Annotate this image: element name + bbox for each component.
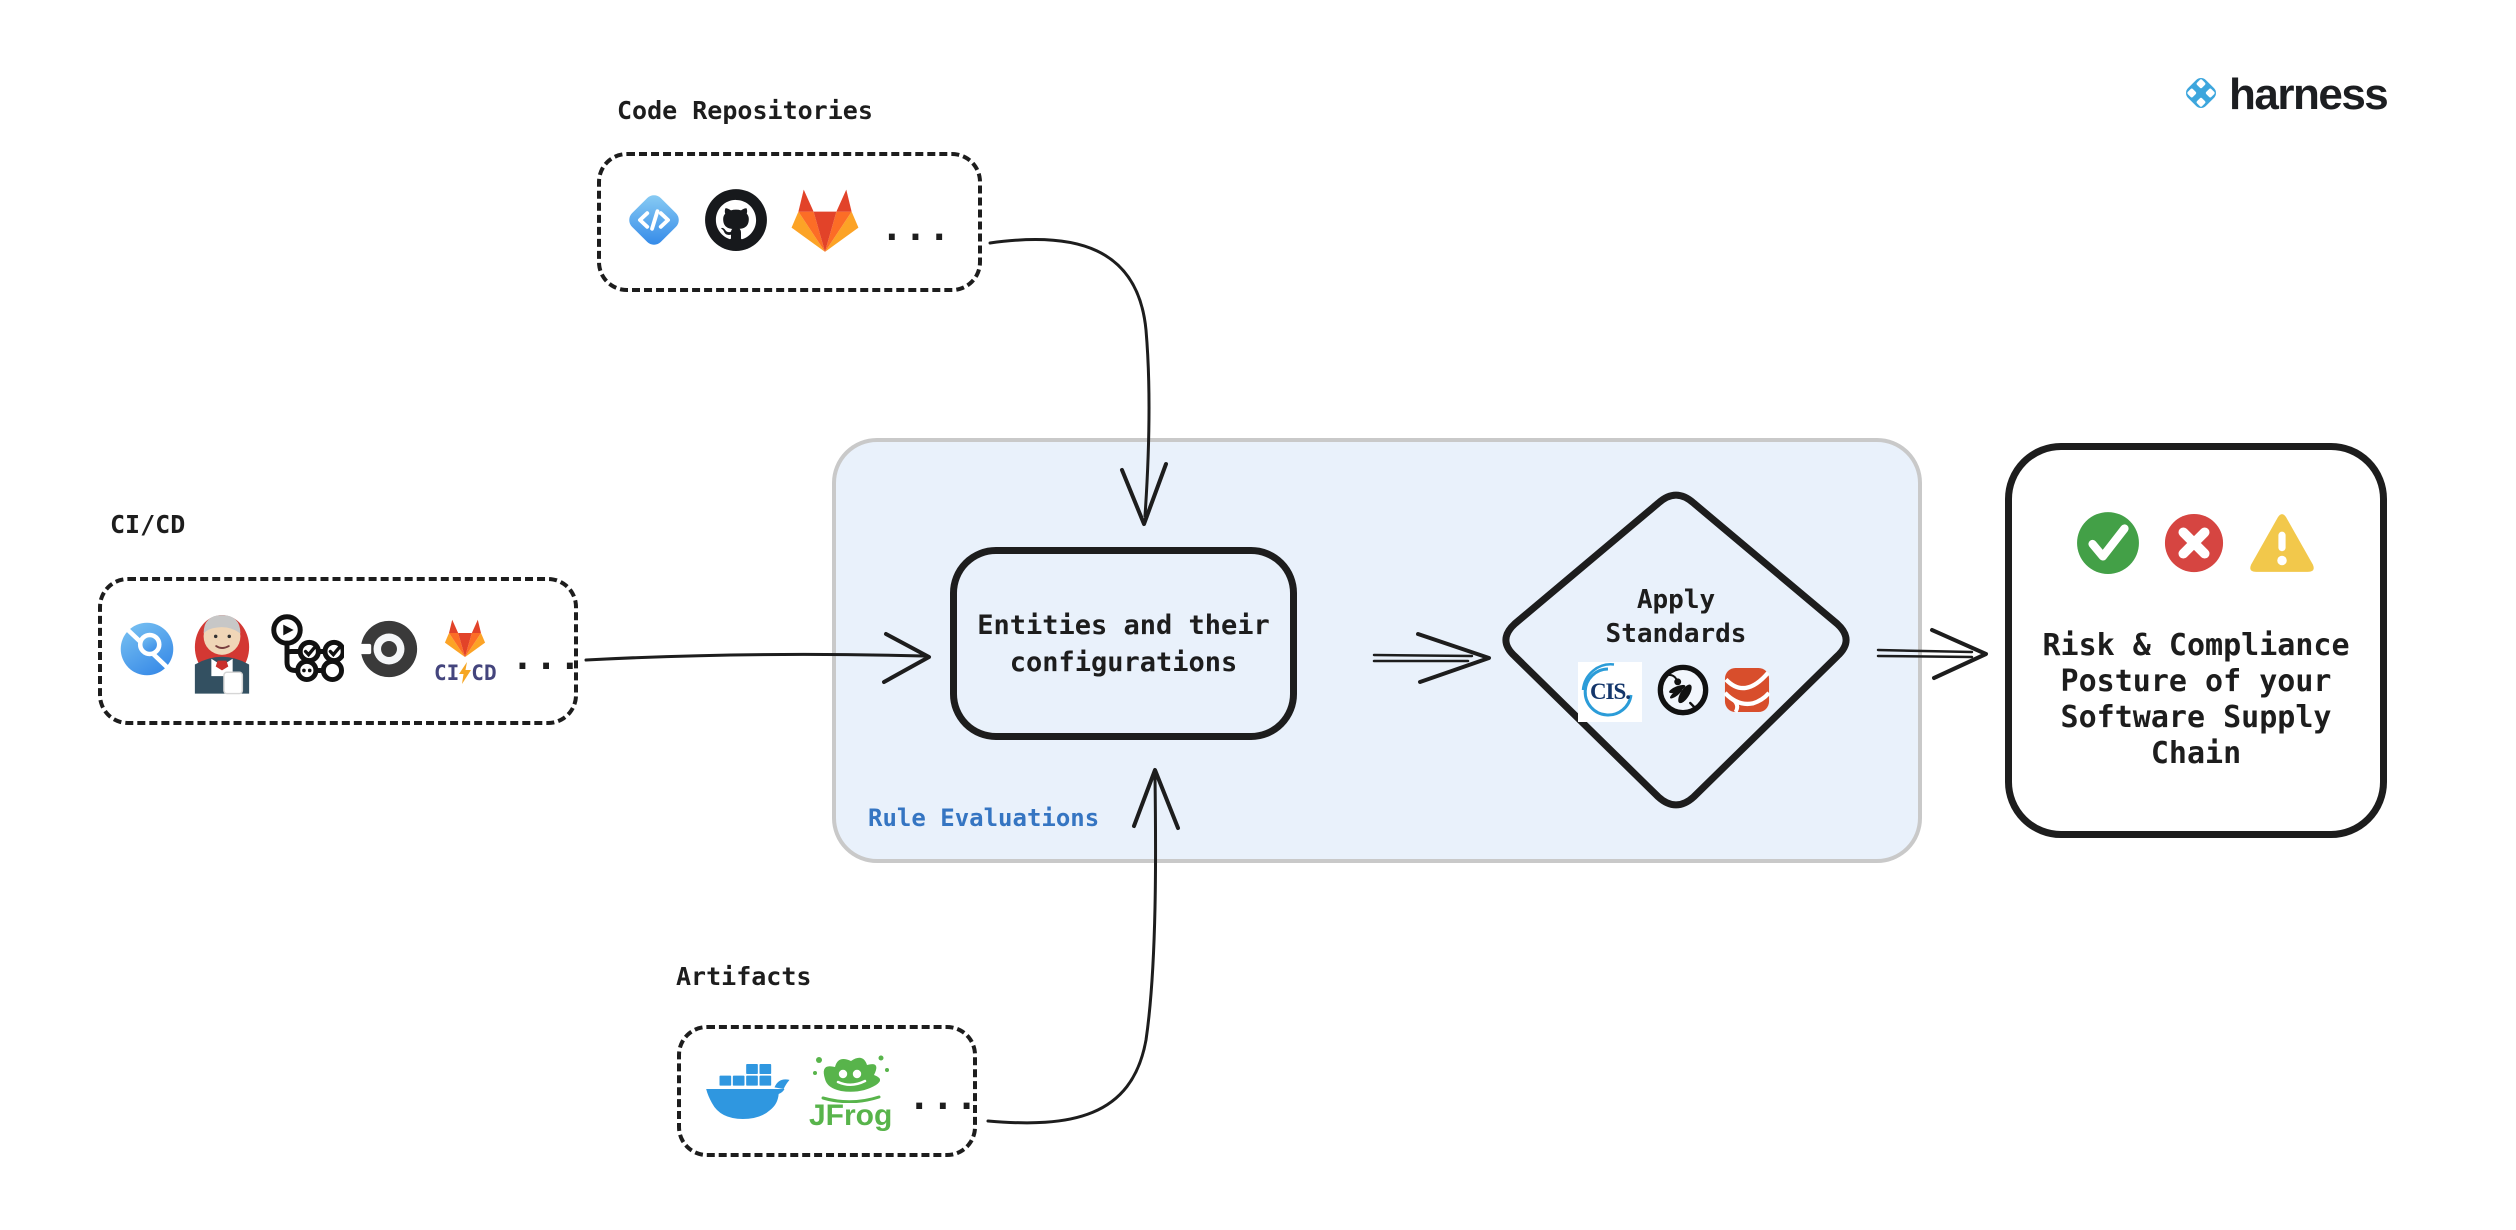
- artifacts-box: JFrog ...: [677, 1025, 977, 1157]
- harness-code-icon: [623, 189, 685, 255]
- docker-icon: [701, 1054, 793, 1128]
- apply-standards-text: Apply Standards: [1560, 583, 1792, 651]
- drone-ci-icon: [118, 620, 176, 682]
- outcome-line1: Risk & Compliance: [2042, 628, 2350, 663]
- cis-icon: CIS.: [1578, 662, 1642, 722]
- status-icons-row: [2075, 510, 2317, 580]
- cis-wordmark: CIS.: [1589, 679, 1631, 704]
- arrow-diamond-to-outcome-head: [1930, 628, 1988, 680]
- gitlab-cd-text: CD: [471, 661, 497, 685]
- gitlab-cicd-wordmark: CI CD: [434, 661, 497, 685]
- entities-line1: Entities and their: [977, 609, 1270, 641]
- outcome-line3: Software Supply: [2060, 700, 2332, 735]
- cross-circle-icon: [2163, 512, 2225, 578]
- circleci-icon: [359, 619, 419, 683]
- outcome-line4: Chain: [2150, 736, 2242, 771]
- outcome-box: Risk & Compliance Posture of your Softwa…: [2005, 443, 2387, 838]
- owasp-icon: [1656, 663, 1710, 721]
- rule-evaluations-label: Rule Evaluations: [868, 804, 1100, 832]
- cicd-label: CI/CD: [110, 510, 186, 539]
- gitlab-ci-text: CI: [434, 661, 460, 685]
- jenkins-icon: [191, 603, 253, 699]
- code-repositories-box: ...: [597, 152, 982, 292]
- cicd-box: CI CD ...: [98, 577, 581, 725]
- harness-wordmark: harness: [2229, 70, 2389, 119]
- warning-triangle-icon: [2247, 511, 2317, 579]
- entities-line2: configurations: [1009, 646, 1238, 678]
- gitlab-cicd-fox-icon: [445, 619, 486, 658]
- standards-ribbon-icon: [1723, 667, 1771, 717]
- standards-icons-row: CIS.: [1578, 662, 1771, 722]
- cis-arcs-icon: [1581, 663, 1633, 717]
- gitlab-icon: [787, 185, 863, 259]
- entities-box: Entities and their configurations: [950, 547, 1297, 740]
- harness-mark-icon: [2180, 72, 2222, 118]
- apply-standards-line2: Standards: [1605, 619, 1747, 649]
- jfrog-wordmark: JFrog: [809, 1099, 893, 1132]
- harness-logo: harness: [2180, 70, 2389, 120]
- cicd-more: ...: [511, 637, 583, 678]
- artifacts-label: Artifacts: [676, 962, 812, 991]
- lightning-bolt-icon: [459, 662, 472, 684]
- code-repositories-more: ...: [881, 208, 953, 249]
- github-actions-icon: [268, 611, 346, 691]
- check-circle-icon: [2075, 510, 2141, 580]
- apply-standards-diamond: [1502, 491, 1850, 809]
- jfrog-icon: JFrog: [809, 1053, 893, 1132]
- apply-standards-line1: Apply: [1636, 585, 1716, 615]
- outcome-line2: Posture of your: [2060, 664, 2332, 699]
- outcome-text: Risk & Compliance Posture of your Softwa…: [2042, 628, 2349, 772]
- gitlab-cicd-icon: CI CD: [434, 617, 497, 685]
- jfrog-splash-icon: [812, 1055, 889, 1103]
- artifacts-more: ...: [908, 1077, 980, 1118]
- github-icon: [703, 187, 769, 257]
- code-repositories-label: Code Repositories: [617, 96, 873, 125]
